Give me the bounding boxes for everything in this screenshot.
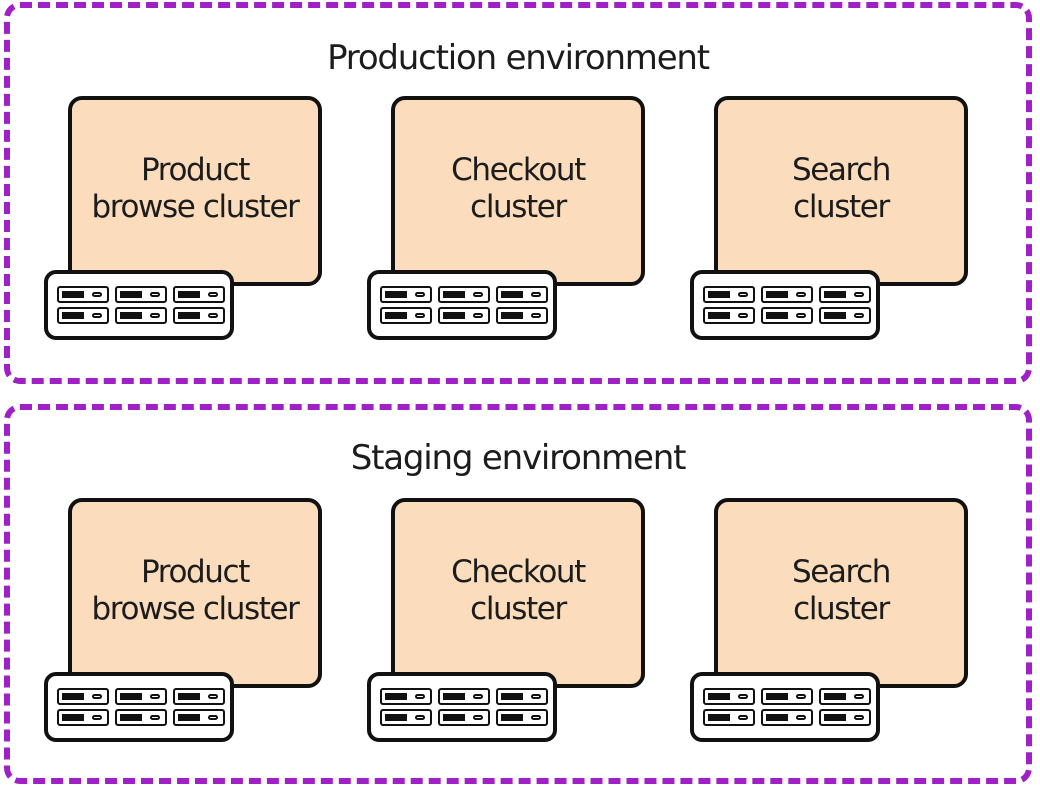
server-unit-icon bbox=[703, 307, 755, 324]
production-checkout-cluster: Checkout cluster bbox=[367, 96, 645, 340]
server-rack-icon bbox=[44, 672, 234, 742]
cluster-box bbox=[68, 96, 322, 286]
environment-title: Staging environment bbox=[350, 438, 687, 478]
production-environment: Production environment bbox=[4, 2, 1032, 384]
server-unit-icon bbox=[173, 307, 225, 324]
server-unit-icon bbox=[57, 688, 109, 705]
server-unit-icon bbox=[57, 307, 109, 324]
server-unit-icon bbox=[496, 709, 548, 726]
server-unit-icon bbox=[57, 709, 109, 726]
cluster-label: Product browse cluster bbox=[91, 152, 300, 225]
server-unit-icon bbox=[819, 307, 871, 324]
server-unit-icon bbox=[380, 286, 432, 303]
cluster-box bbox=[391, 498, 645, 688]
server-unit-icon bbox=[173, 688, 225, 705]
production-product-browse-cluster: Product browse cluster bbox=[44, 96, 322, 340]
staging-product-browse-cluster: Product browse cluster bbox=[44, 498, 322, 742]
production-search-cluster: Search cluster bbox=[690, 96, 968, 340]
server-unit-icon bbox=[173, 709, 225, 726]
cluster-label: Checkout cluster bbox=[451, 152, 586, 225]
server-rack-icon bbox=[690, 270, 880, 340]
server-rack-icon bbox=[367, 270, 557, 340]
cluster-box bbox=[714, 96, 968, 286]
cluster-label: Search cluster bbox=[791, 152, 892, 225]
cluster-label: Checkout cluster bbox=[451, 554, 586, 627]
server-unit-icon bbox=[438, 688, 490, 705]
server-unit-icon bbox=[438, 709, 490, 726]
server-unit-icon bbox=[761, 709, 813, 726]
server-unit-icon bbox=[703, 286, 755, 303]
server-unit-icon bbox=[438, 286, 490, 303]
server-unit-icon bbox=[761, 286, 813, 303]
cluster-label: Product browse cluster bbox=[91, 554, 300, 627]
server-unit-icon bbox=[496, 307, 548, 324]
server-rack-icon bbox=[44, 270, 234, 340]
server-unit-icon bbox=[173, 286, 225, 303]
server-unit-icon bbox=[438, 307, 490, 324]
server-unit-icon bbox=[761, 307, 813, 324]
staging-search-cluster: Search cluster bbox=[690, 498, 968, 742]
server-unit-icon bbox=[819, 688, 871, 705]
environment-title: Production environment bbox=[327, 38, 710, 78]
server-unit-icon bbox=[380, 307, 432, 324]
server-unit-icon bbox=[380, 709, 432, 726]
cluster-label: Search cluster bbox=[791, 554, 892, 627]
staging-environment: Staging environment bbox=[4, 404, 1032, 784]
server-rack-icon bbox=[690, 672, 880, 742]
server-unit-icon bbox=[819, 709, 871, 726]
cluster-box bbox=[68, 498, 322, 688]
server-unit-icon bbox=[496, 688, 548, 705]
server-unit-icon bbox=[115, 688, 167, 705]
server-unit-icon bbox=[380, 688, 432, 705]
server-unit-icon bbox=[496, 286, 548, 303]
server-unit-icon bbox=[115, 286, 167, 303]
server-unit-icon bbox=[703, 709, 755, 726]
cluster-box bbox=[714, 498, 968, 688]
server-unit-icon bbox=[115, 307, 167, 324]
server-unit-icon bbox=[57, 286, 109, 303]
server-rack-icon bbox=[367, 672, 557, 742]
server-unit-icon bbox=[703, 688, 755, 705]
server-unit-icon bbox=[819, 286, 871, 303]
server-unit-icon bbox=[115, 709, 167, 726]
staging-checkout-cluster: Checkout cluster bbox=[367, 498, 645, 742]
server-unit-icon bbox=[761, 688, 813, 705]
